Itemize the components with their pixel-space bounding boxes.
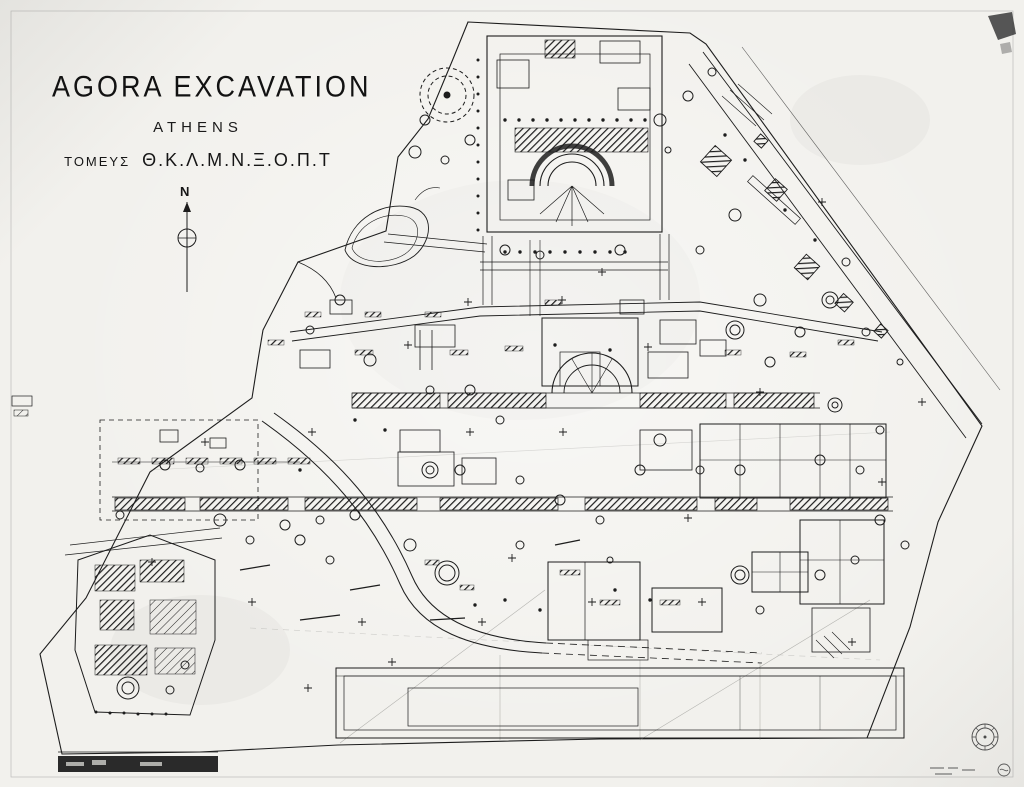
plan-subtitle: ATHENS [153, 119, 243, 136]
seal-bottom-right [930, 723, 1011, 777]
bottom-left-complex [64, 527, 223, 716]
central-square-building [541, 317, 639, 387]
bottom-long-building [335, 667, 905, 739]
terrain-contours [344, 187, 441, 268]
scan-border [10, 10, 1014, 778]
label-strip-bottom-left [58, 751, 218, 772]
right-diagonal-streets [688, 46, 1001, 439]
railway-cut [112, 496, 893, 512]
construction-lines [149, 431, 891, 744]
south-center-buildings [424, 551, 809, 661]
north-arrow-icon [177, 202, 197, 292]
right-bottom-buildings [639, 423, 887, 659]
center-rooms [239, 299, 855, 621]
middle-stoa [351, 352, 820, 409]
plan-title: AGORA EXCAVATION [52, 70, 372, 104]
top-building-complex [480, 35, 668, 271]
wells [115, 67, 910, 615]
title-block: AGORA EXCAVATION ATHENS ΤΟΜΕΥΣ Θ.Κ.Λ.Μ.Ν… [52, 70, 372, 171]
column-dots [94, 58, 817, 716]
central-road [289, 234, 883, 342]
sector-label: ΤΟΜΕΥΣ [64, 154, 131, 169]
dashed-circular-structure [408, 67, 475, 165]
panathenaic-way [261, 412, 763, 664]
sector-line: ΤΟΜΕΥΣ Θ.Κ.Λ.Μ.Ν.Ξ.Ο.Π.Τ [52, 150, 344, 171]
round-monuments [421, 291, 843, 586]
north-label: N [180, 184, 191, 199]
left-structures [11, 395, 311, 521]
survey-crosses [148, 198, 926, 692]
corner-stamp-top-right [988, 12, 1016, 54]
sector-letters: Θ.Κ.Λ.Μ.Ν.Ξ.Ο.Π.Τ [142, 150, 332, 170]
